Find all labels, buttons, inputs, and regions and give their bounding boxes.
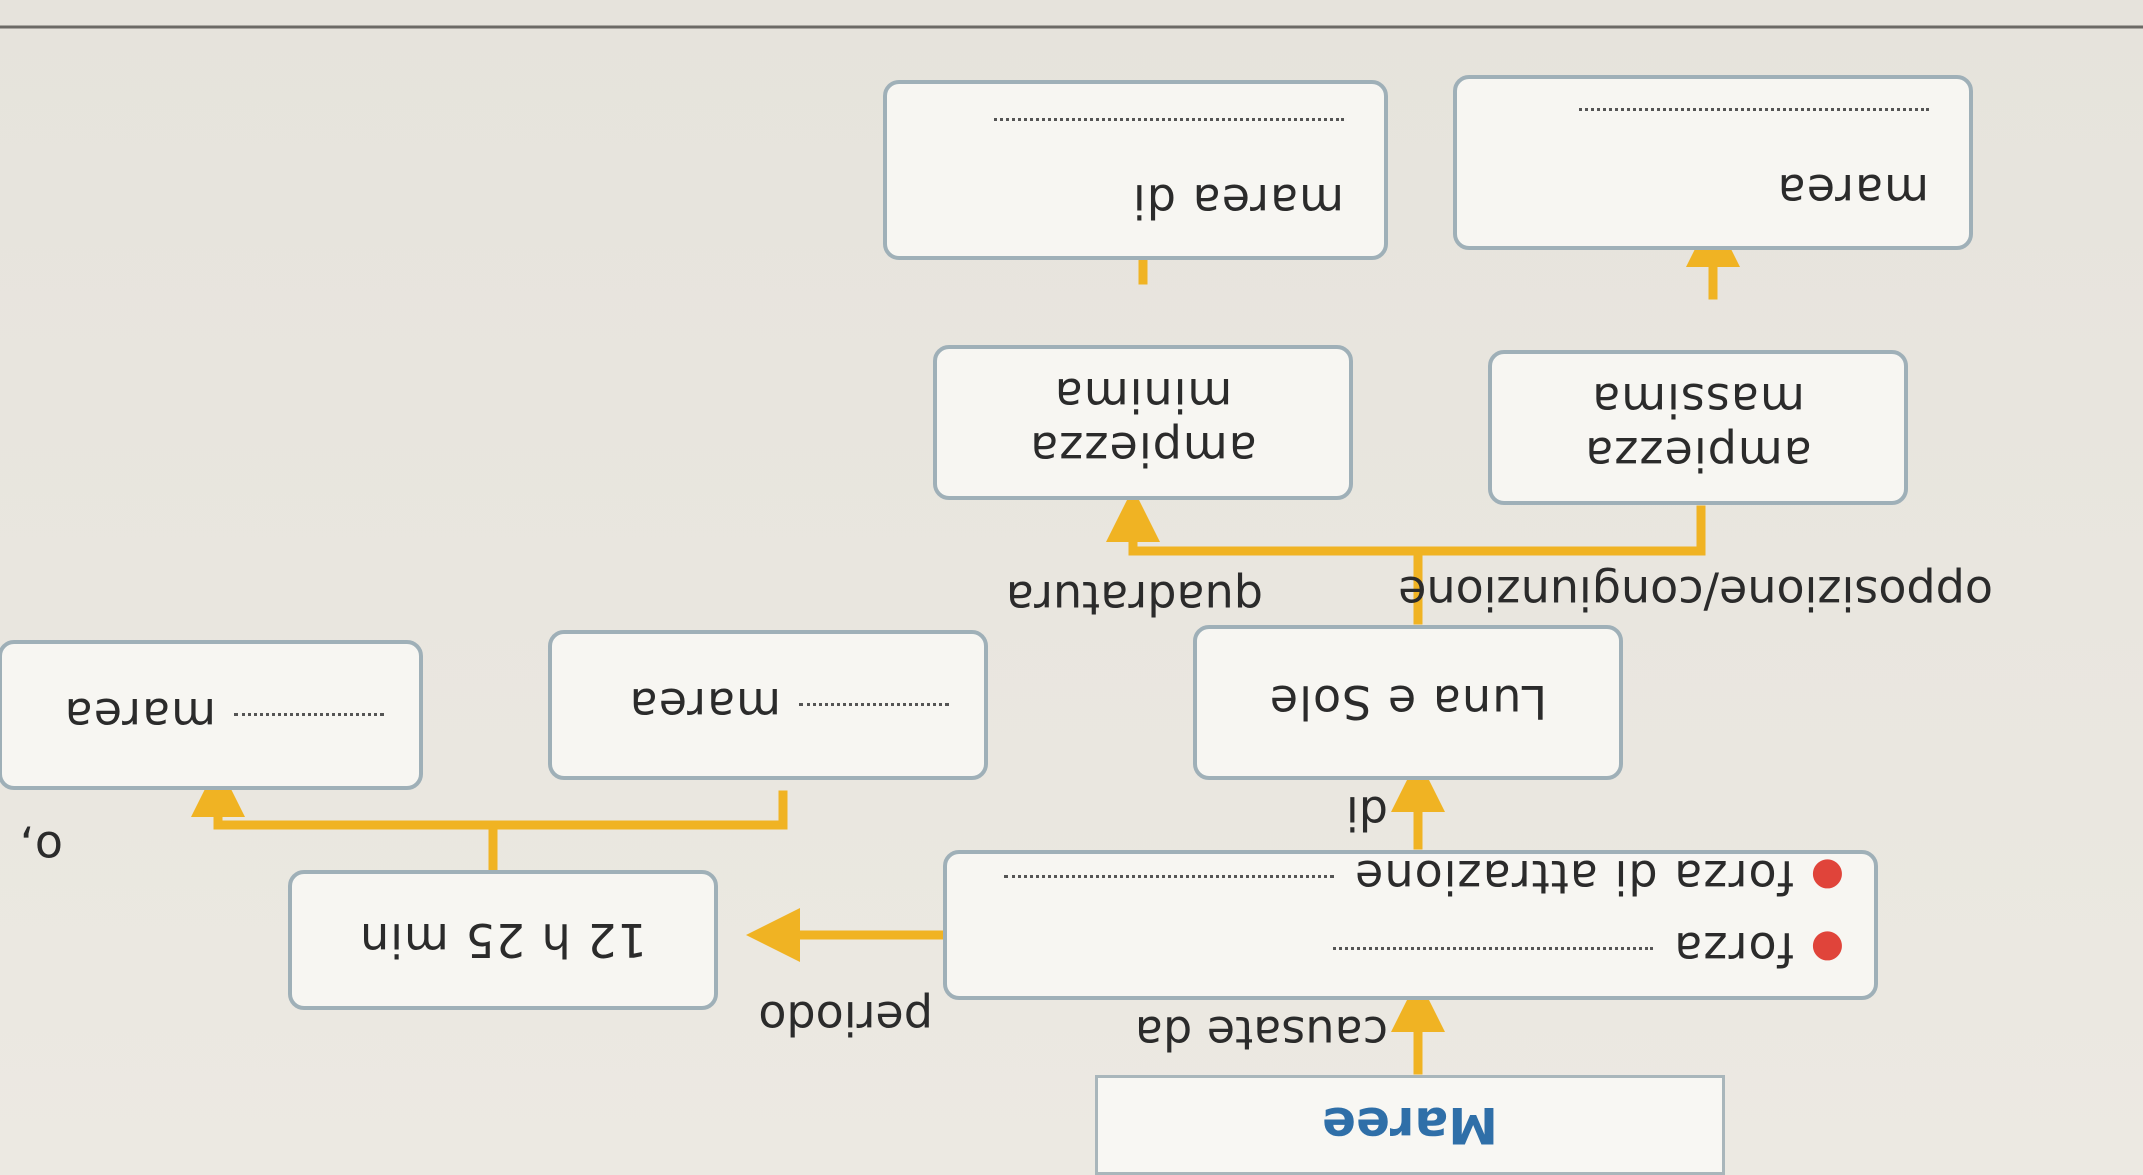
branch-ampiezza — [1133, 510, 1706, 625]
ampiezza-minima-box: ampiezza minima — [933, 345, 1353, 500]
tide-left-box: marea — [548, 630, 988, 780]
branch-tides — [218, 790, 788, 875]
blank-field — [799, 703, 949, 707]
label-periodo: periodo — [758, 991, 933, 1045]
period-box: 12 h 25 min — [288, 870, 718, 1010]
period-value: 12 h 25 min — [359, 913, 647, 967]
blank-field — [994, 118, 1344, 121]
luna-sole-box: Luna e Sole — [1193, 625, 1623, 780]
label-opposizione: opposizione/congiunzione — [1398, 566, 1993, 620]
marea-bottom-box: marea — [1453, 75, 1973, 250]
label-causate-da: causate da — [1134, 1006, 1388, 1060]
bullet-icon: ● — [1809, 855, 1844, 899]
blank-field — [234, 713, 384, 717]
title-text: Maree — [1322, 1096, 1498, 1154]
blank-field — [1579, 108, 1929, 111]
title-box: Maree — [1095, 1075, 1725, 1175]
cause-item-attrazione: ● forza di attrazione — [977, 850, 1844, 904]
cause-item-forza: ● forza — [977, 922, 1844, 976]
blank-field — [1004, 875, 1335, 879]
marea-di-box: marea di — [883, 80, 1388, 260]
causes-box: ● forza ● forza di attrazione — [943, 850, 1878, 1000]
label-di: di — [1346, 786, 1388, 840]
ampiezza-massima-box: ampiezza massima — [1488, 350, 1908, 505]
blank-field — [1333, 947, 1654, 951]
label-quadratura: quadratura — [1005, 571, 1263, 625]
bullet-icon: ● — [1809, 927, 1844, 971]
edge-fragment-text: o, — [18, 821, 63, 875]
tide-right-box: marea — [0, 640, 423, 790]
